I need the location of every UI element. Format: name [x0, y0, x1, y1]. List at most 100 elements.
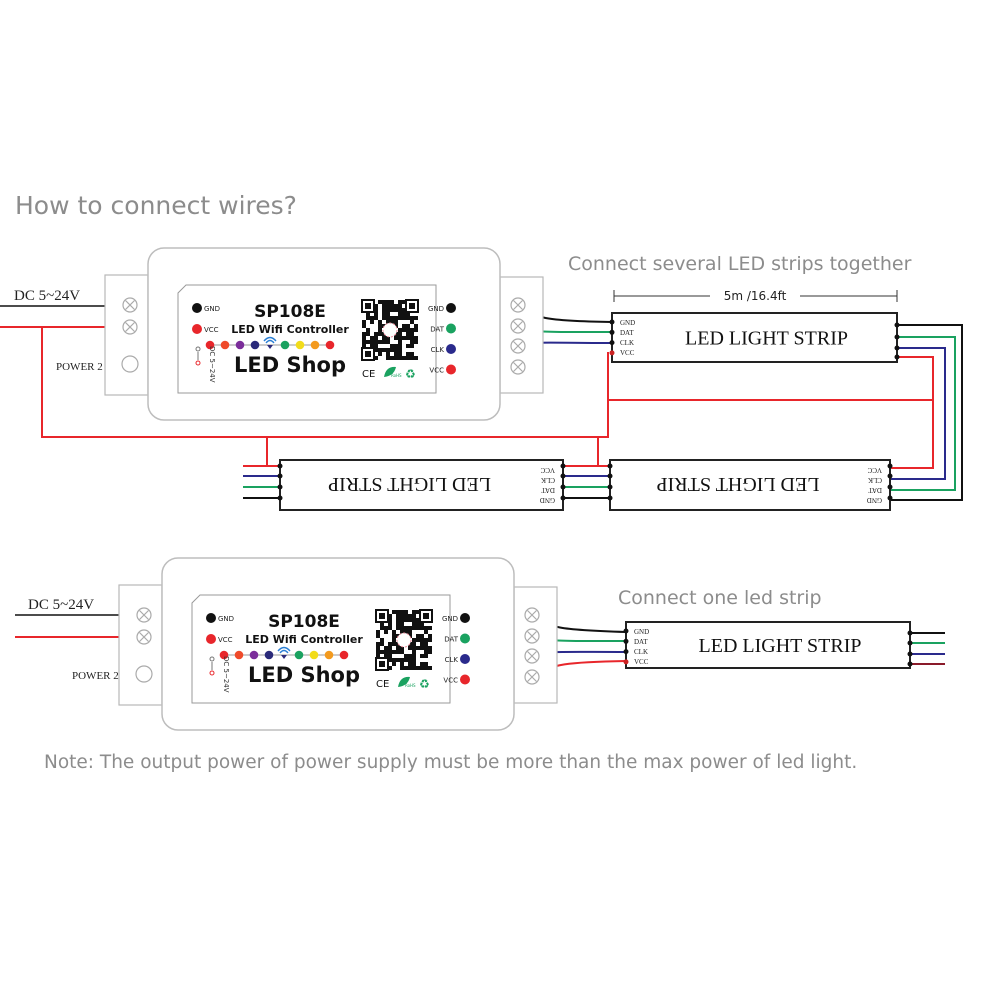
page-title: How to connect wires?	[15, 191, 297, 220]
pin-dot	[607, 495, 613, 501]
pin-label: GND	[204, 305, 220, 313]
wifi-icon	[277, 646, 291, 659]
led-dot	[264, 650, 274, 660]
pin-label: DAT	[430, 326, 445, 334]
terminal-screw	[510, 318, 526, 334]
power-note: Note: The output power of power supply m…	[44, 752, 857, 773]
pin-label: VCC	[218, 636, 233, 644]
pin-dot	[609, 350, 615, 356]
strip-pin-label: GND	[867, 496, 882, 504]
pin-label: VCC	[204, 326, 219, 334]
led-dot	[310, 340, 320, 350]
controller-model: SP108E	[254, 302, 326, 322]
input-terminal-block	[118, 584, 163, 706]
controller-brand: LED Shop	[248, 663, 360, 687]
strip-pin-label: GND	[634, 628, 649, 636]
strip-pin-label: CLK	[634, 648, 648, 656]
strip-pin-label: GND	[540, 496, 555, 504]
rohs-leaf-icon	[398, 676, 410, 687]
vcc-pin-dot	[206, 634, 216, 644]
strip-label: LED LIGHT STRIP	[685, 328, 848, 350]
led-dot	[220, 340, 230, 350]
strip-pin-label: DAT	[868, 486, 882, 494]
strip-label: LED LIGHT STRIP	[699, 635, 862, 657]
pin-dot	[894, 354, 900, 360]
led-dot	[205, 340, 215, 350]
vcc-pin-dot	[192, 324, 202, 334]
controller-model: SP108E	[268, 612, 340, 632]
pin-dot	[907, 661, 913, 667]
pin-dot	[277, 484, 283, 490]
strip-pin-label: VCC	[540, 466, 555, 474]
pin-dot	[560, 463, 566, 469]
section-one-heading: Connect one led strip	[618, 587, 822, 609]
power2-socket	[135, 665, 153, 683]
strip-pin-label: VCC	[634, 658, 649, 666]
vcc-pin-dot	[460, 674, 470, 685]
dat-pin-dot	[460, 633, 470, 644]
led-dot	[324, 650, 334, 660]
dc-polarity-icon	[195, 346, 201, 366]
pin-dot	[887, 463, 893, 469]
input-voltage-label: DC 5~24V	[222, 656, 230, 693]
strip-pin-label: DAT	[620, 329, 634, 337]
pin-label: DAT	[444, 636, 459, 644]
strip-pin-label: VCC	[867, 466, 882, 474]
terminal-screw	[524, 648, 540, 664]
terminal-screw	[136, 629, 152, 645]
dc-polarity-icon	[209, 656, 215, 676]
length-dimension: 5m /16.4ft	[613, 289, 898, 303]
output-terminal-block	[499, 276, 544, 394]
controller-brand: LED Shop	[234, 353, 346, 377]
rohs-leaf-icon	[384, 366, 396, 377]
qr-code	[361, 299, 419, 361]
pin-dot	[623, 659, 629, 665]
pin-dot	[607, 473, 613, 479]
strip-pin-label: CLK	[541, 476, 555, 484]
led-dot	[234, 650, 244, 660]
led-dot	[295, 340, 305, 350]
output-terminal-block	[513, 586, 558, 704]
pin-dot	[607, 463, 613, 469]
ce-mark: CE	[362, 369, 375, 380]
recycle-icon: ♻	[405, 367, 416, 381]
pin-dot	[907, 651, 913, 657]
pin-dot	[277, 473, 283, 479]
dat-pin-dot	[446, 323, 456, 334]
pin-label: CLK	[445, 656, 459, 664]
pin-dot	[907, 630, 913, 636]
pin-dot	[623, 628, 629, 634]
pin-label: GND	[442, 615, 458, 623]
terminal-screw	[510, 297, 526, 313]
pin-dot	[560, 495, 566, 501]
led-dot	[249, 650, 259, 660]
power2-socket	[121, 355, 139, 373]
pin-dot	[277, 463, 283, 469]
input-voltage-label: DC 5~24V	[208, 346, 216, 383]
strip-label: LED LIGHT STRIP	[328, 473, 491, 495]
rohs-mark: RoHS	[391, 373, 402, 378]
pin-label: CLK	[431, 346, 445, 354]
section-one-wires: DC 5~24V POWER 2	[15, 597, 945, 682]
led-dot	[235, 340, 245, 350]
recycle-icon: ♻	[419, 677, 430, 691]
pin-dot	[623, 649, 629, 655]
pin-dot	[887, 495, 893, 501]
pin-label: VCC	[443, 677, 458, 685]
clk-pin-dot	[446, 344, 456, 354]
dc-input-label: DC 5~24V	[28, 597, 94, 613]
pin-label: GND	[428, 305, 444, 313]
strip-pin-label: DAT	[634, 638, 648, 646]
pin-dot	[887, 473, 893, 479]
gnd-pin-dot	[460, 613, 470, 623]
power2-label: POWER 2	[56, 361, 103, 373]
qr-code	[375, 609, 433, 671]
